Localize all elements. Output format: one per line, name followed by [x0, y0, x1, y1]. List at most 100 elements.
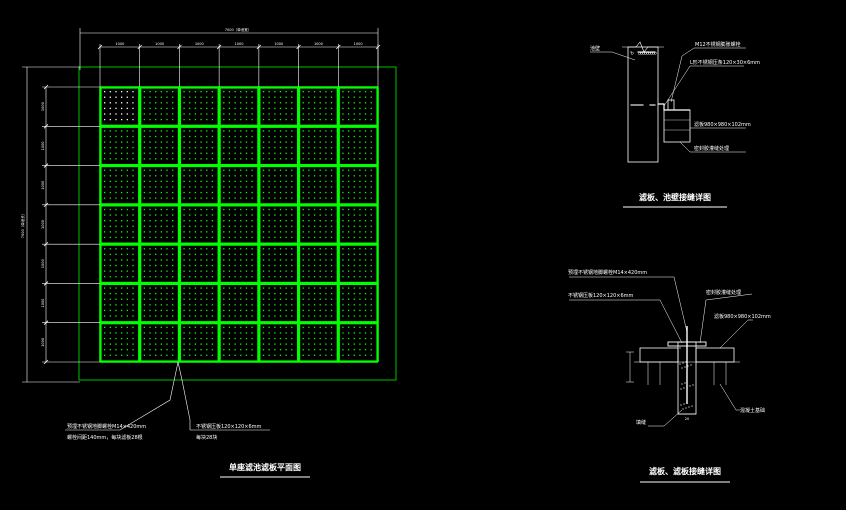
filter-plate — [140, 283, 180, 323]
filter-plate — [179, 323, 219, 362]
plate-joint-detail: 20 预埋不锈钢地脚螺栓M14×420mm 不锈钢压板120×120×6mm 密… — [568, 269, 771, 483]
joint-detail-title: 滤板、滤板接缝详图 — [649, 466, 721, 476]
wall-concrete-hatch — [630, 51, 658, 106]
filter-plate — [140, 244, 180, 284]
filter-plate — [259, 283, 299, 323]
filter-plate — [338, 323, 378, 362]
joint-label-anchor: 预埋不锈钢地脚螺栓M14×420mm — [568, 269, 647, 276]
filter-plate — [298, 165, 338, 205]
left-dim-label: 1000 — [41, 181, 45, 190]
filter-plate — [179, 165, 219, 205]
wall-label-plate: 滤板980×980×102mm — [694, 121, 751, 128]
filter-plate — [100, 244, 140, 284]
wall-label-angle: L形不锈钢压条120×30×6mm — [690, 59, 760, 66]
plan-leader-lines — [65, 361, 270, 431]
filter-plate — [140, 205, 180, 244]
left-dim-label: 1000 — [41, 259, 45, 268]
filter-plate — [338, 87, 378, 126]
left-dim-label: 1000 — [41, 220, 45, 229]
filter-plate — [298, 283, 338, 323]
bolt-head — [667, 99, 675, 111]
top-dim-label: 1000 — [235, 42, 244, 46]
filter-plate — [179, 205, 219, 244]
wall-label: 池壁 — [590, 45, 600, 52]
left-plate-section — [639, 347, 679, 363]
plan-note-anchor: 预埋不锈钢地脚螺栓M14×420mm — [67, 423, 146, 430]
plan-note-plate: 不锈钢压板120×120×6mm — [196, 423, 262, 430]
left-dim-label: 1000 — [41, 102, 45, 111]
top-dim-label: 1000 — [155, 42, 164, 46]
filter-plate — [259, 244, 299, 284]
left-dimension-ticks: 1000 1000 1000 1000 1000 1000 1000 — [41, 84, 100, 365]
top-dimension-ticks: 1000 1000 1000 1000 1000 1000 1000 — [97, 42, 381, 87]
filter-plate — [259, 165, 299, 205]
wall-detail-title: 滤板、池壁接缝详图 — [639, 192, 711, 202]
filter-plate — [338, 205, 378, 244]
left-dim-label: 1000 — [41, 338, 45, 347]
filter-plate — [179, 87, 219, 126]
filter-plate — [219, 165, 259, 205]
joint-label-press: 不锈钢压板120×120×6mm — [568, 292, 634, 299]
filter-plate — [338, 126, 378, 166]
filter-plate — [100, 165, 140, 205]
filter-plate — [219, 283, 259, 323]
filter-plate — [219, 244, 259, 284]
wall-label-bolt: M12不锈钢膨胀螺栓 — [695, 41, 741, 48]
top-dim-label: 1000 — [274, 42, 283, 46]
filter-plate — [259, 87, 299, 126]
left-dim-label: 1000 — [41, 141, 45, 150]
joint-label-base: 混凝土基础 — [740, 407, 765, 414]
filter-plate — [298, 244, 338, 284]
left-dimension-chain — [22, 66, 80, 383]
filter-plate — [100, 323, 140, 362]
joint-detail-leaders — [569, 276, 753, 427]
joint-label-fill: 填缝 — [636, 419, 646, 426]
filter-plate — [100, 87, 140, 126]
top-dim-label: 1000 — [115, 42, 124, 46]
filter-plate — [100, 205, 140, 244]
filter-plate — [179, 244, 219, 284]
filter-plate — [179, 126, 219, 166]
overall-dim-left: 7000（单池长） — [20, 212, 25, 238]
right-plate-section — [695, 347, 735, 363]
left-dim-label: 1000 — [41, 299, 45, 308]
joint-label-seal: 密封胶灌缝处理 — [706, 289, 741, 296]
plan-note-plate-2: 每块28块 — [196, 434, 217, 441]
filter-plate — [219, 87, 259, 126]
joint-gap-dim: 20 — [685, 417, 689, 421]
top-dim-label: 1000 — [314, 42, 323, 46]
wall-break-line — [622, 41, 664, 53]
joint-label-plate: 滤板980×980×102mm — [714, 313, 771, 320]
top-dimension-chain — [79, 28, 379, 70]
plate-ribs — [647, 362, 727, 385]
filter-plate — [219, 323, 259, 362]
filter-plate-section — [663, 109, 691, 143]
filter-plate — [140, 126, 180, 166]
plan-note-anchor-2: 螺栓间距140mm，每块滤板28根 — [67, 434, 143, 441]
wall-detail-leaders — [590, 47, 746, 153]
plate-seam-lines — [99, 86, 379, 363]
filter-plate — [259, 323, 299, 362]
filter-plate — [259, 126, 299, 166]
top-dim-label: 1000 — [195, 42, 204, 46]
filter-plate — [298, 87, 338, 126]
filter-plate — [259, 205, 299, 244]
plan-title: 单座滤池滤板平面图 — [229, 462, 301, 472]
filter-plate — [140, 87, 180, 126]
filter-plate — [100, 126, 140, 166]
top-dim-label: 1000 — [354, 42, 363, 46]
filter-plate — [338, 165, 378, 205]
filter-plate — [298, 126, 338, 166]
filter-plate — [219, 205, 259, 244]
filter-plate — [298, 205, 338, 244]
pool-outline — [78, 66, 397, 381]
filter-plate-grid — [99, 86, 379, 363]
filter-plate — [338, 244, 378, 284]
filter-plate — [179, 283, 219, 323]
wall-joint-detail: 池壁 M12不锈钢膨胀螺栓 L形不锈钢压条120×30×6mm 滤板980×98… — [590, 41, 760, 208]
filter-plate — [338, 283, 378, 323]
wall-label-seal: 密封胶灌缝处理 — [694, 145, 729, 152]
filter-plate — [100, 283, 140, 323]
